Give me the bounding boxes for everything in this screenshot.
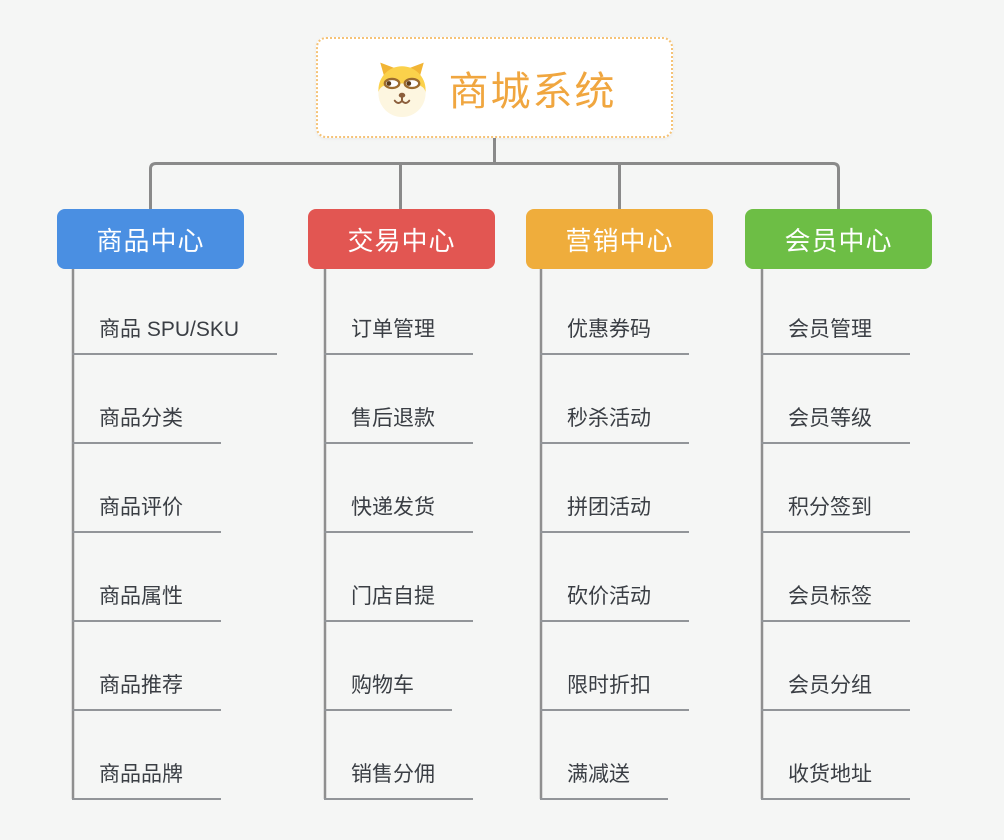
child-node[interactable]: 商品 SPU/SKU: [72, 313, 278, 355]
branch-node-product-center[interactable]: 商品中心: [57, 209, 244, 269]
branch-node-marketing-center[interactable]: 营销中心: [526, 209, 713, 269]
child-node[interactable]: 销售分佣: [324, 758, 473, 800]
child-node[interactable]: 收货地址: [761, 758, 910, 800]
child-node[interactable]: 会员分组: [761, 669, 910, 711]
branch-label: 营销中心: [565, 225, 674, 256]
child-node[interactable]: 限时折扣: [540, 669, 689, 711]
child-node[interactable]: 订单管理: [324, 313, 473, 355]
child-node[interactable]: 优惠券码: [540, 313, 689, 355]
branch-node-trade-center[interactable]: 交易中心: [308, 209, 495, 269]
child-node[interactable]: 会员标签: [761, 580, 910, 622]
child-node[interactable]: 商品品牌: [72, 758, 221, 800]
child-node[interactable]: 售后退款: [324, 402, 473, 444]
child-node[interactable]: 会员等级: [761, 402, 910, 444]
root-node-mall-system[interactable]: 商城系统: [316, 37, 673, 138]
child-node[interactable]: 秒杀活动: [540, 402, 689, 444]
child-node[interactable]: 门店自提: [324, 580, 473, 622]
shiba-dog-icon: [377, 62, 426, 117]
branch-label: 会员中心: [784, 225, 893, 256]
child-node[interactable]: 快递发货: [324, 491, 473, 533]
child-node[interactable]: 满减送: [540, 758, 668, 800]
child-node[interactable]: 商品评价: [72, 491, 221, 533]
child-node[interactable]: 会员管理: [761, 313, 910, 355]
child-node[interactable]: 商品推荐: [72, 669, 221, 711]
branch-label: 交易中心: [347, 225, 456, 256]
branch-label: 商品中心: [96, 225, 205, 256]
child-node[interactable]: 商品属性: [72, 580, 221, 622]
child-node[interactable]: 商品分类: [72, 402, 221, 444]
child-node[interactable]: 积分签到: [761, 491, 910, 533]
branch-node-member-center[interactable]: 会员中心: [745, 209, 932, 269]
child-node[interactable]: 拼团活动: [540, 491, 689, 533]
root-node-label: 商城系统: [448, 69, 617, 114]
child-node[interactable]: 购物车: [324, 669, 452, 711]
child-node[interactable]: 砍价活动: [540, 580, 689, 622]
